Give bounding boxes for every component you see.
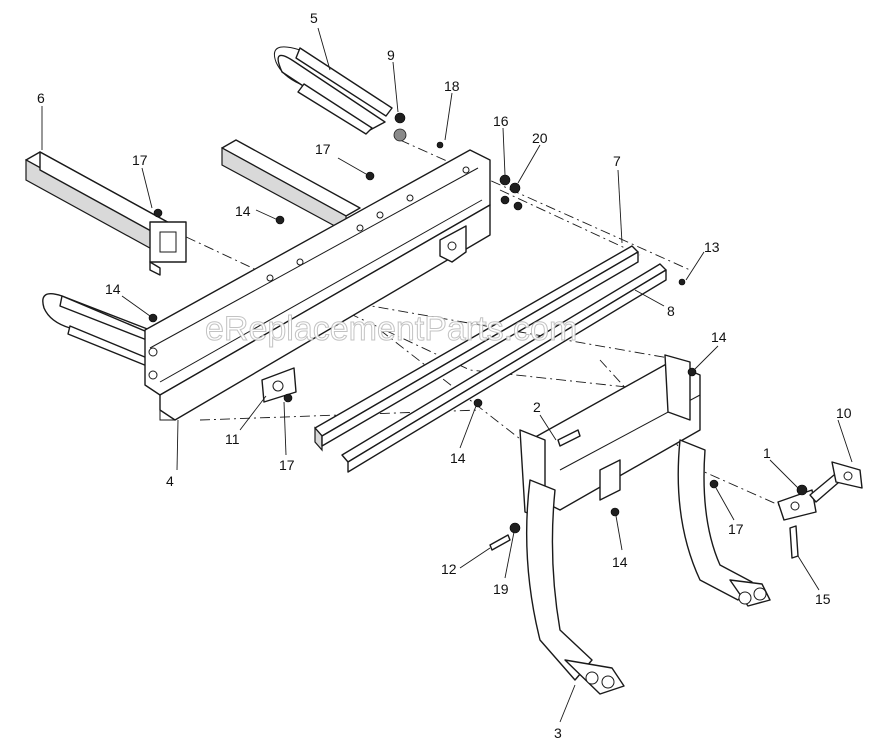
callout-19: 19 — [493, 581, 509, 597]
callout-14-d: 14 — [450, 450, 466, 466]
callout-8: 8 — [667, 303, 675, 319]
callout-20: 20 — [532, 130, 548, 146]
callout-14-a: 14 — [235, 203, 251, 219]
hardware — [148, 112, 808, 534]
u-bolt-part-5 — [274, 46, 393, 135]
bolt-part-2 — [557, 429, 581, 447]
angle-iron-part-7 — [314, 245, 639, 452]
callout-4: 4 — [166, 473, 174, 489]
angle-iron-part-8 — [341, 263, 667, 473]
spring-pin-part-15 — [789, 525, 799, 559]
callout-17-c: 17 — [279, 457, 295, 473]
bracket-arm-part-6 — [25, 151, 187, 276]
callout-16: 16 — [493, 113, 509, 129]
callout-14-c: 14 — [711, 329, 727, 345]
callout-14-b: 14 — [105, 281, 121, 297]
callout-17-a: 17 — [315, 141, 331, 157]
hitch-frame-part-3 — [519, 354, 771, 695]
callout-13: 13 — [704, 239, 720, 255]
watermark-text: eReplacementParts.com — [205, 310, 577, 348]
callout-1: 1 — [763, 445, 771, 461]
callout-3: 3 — [554, 725, 562, 741]
callout-7: 7 — [613, 153, 621, 169]
callouts: 5 9 18 6 16 20 17 17 7 14 13 14 8 14 2 1… — [37, 10, 852, 741]
callout-12: 12 — [441, 561, 457, 577]
callout-18: 18 — [444, 78, 460, 94]
callout-14-e: 14 — [612, 554, 628, 570]
link-part-10 — [777, 461, 863, 521]
main-frame-part-4 — [144, 149, 491, 421]
callout-17-d: 17 — [728, 521, 744, 537]
callout-6: 6 — [37, 90, 45, 106]
callout-11: 11 — [225, 431, 240, 447]
bolt-part-12 — [489, 534, 511, 551]
leader-lines — [41, 27, 853, 723]
callout-17-b: 17 — [132, 152, 148, 168]
callout-15: 15 — [815, 591, 831, 607]
bracket-part-11 — [261, 367, 297, 403]
callout-5: 5 — [310, 10, 318, 26]
u-bolt-lower-left — [42, 293, 153, 369]
callout-10: 10 — [836, 405, 852, 421]
callout-9: 9 — [387, 47, 395, 63]
callout-2: 2 — [533, 399, 541, 415]
